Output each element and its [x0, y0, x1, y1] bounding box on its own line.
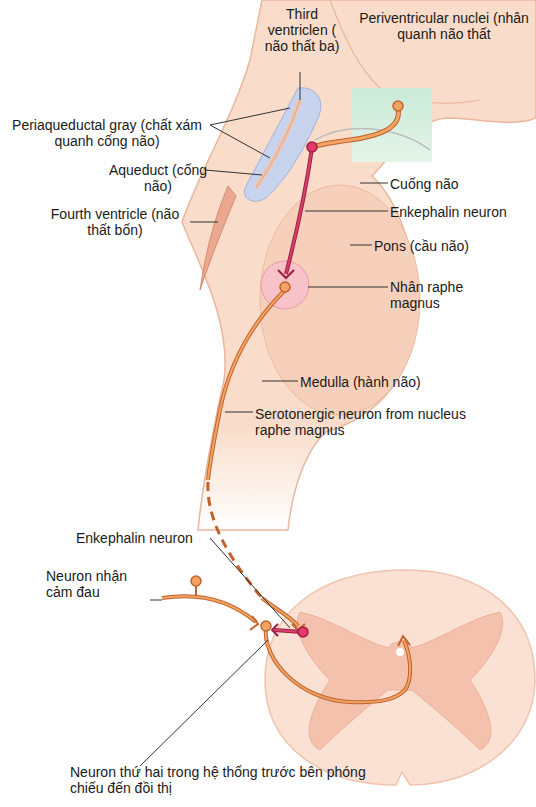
callout-label: Neuron nhận cảm đau: [46, 568, 150, 600]
callout-label: Medulla (hành não): [300, 374, 470, 390]
callout-label: Periventricular nuclei (nhân quanh não t…: [352, 10, 536, 42]
callout-label: Nhân raphe magnus: [390, 279, 500, 311]
callout-label: Fourth ventricle (não thất bốn): [40, 206, 190, 238]
callout-label: Neuron thứ hai trong hệ thống trước bên …: [70, 764, 400, 796]
callout-label: Periaqueductal gray (chất xám quanh cống…: [4, 117, 210, 149]
callout-label: Cuống não: [390, 176, 510, 192]
callout-label: Enkephalin neuron: [390, 204, 530, 220]
callout-label: Enkephalin neuron: [76, 530, 226, 546]
callout-label: Third ventriclen ( não thất ba): [262, 6, 342, 54]
callout-label: Pons (cầu não): [374, 238, 524, 254]
callout-label: Serotonergic neuron from nucleus raphe m…: [255, 406, 495, 438]
callout-label: Aqueduct (cống não): [108, 162, 208, 194]
